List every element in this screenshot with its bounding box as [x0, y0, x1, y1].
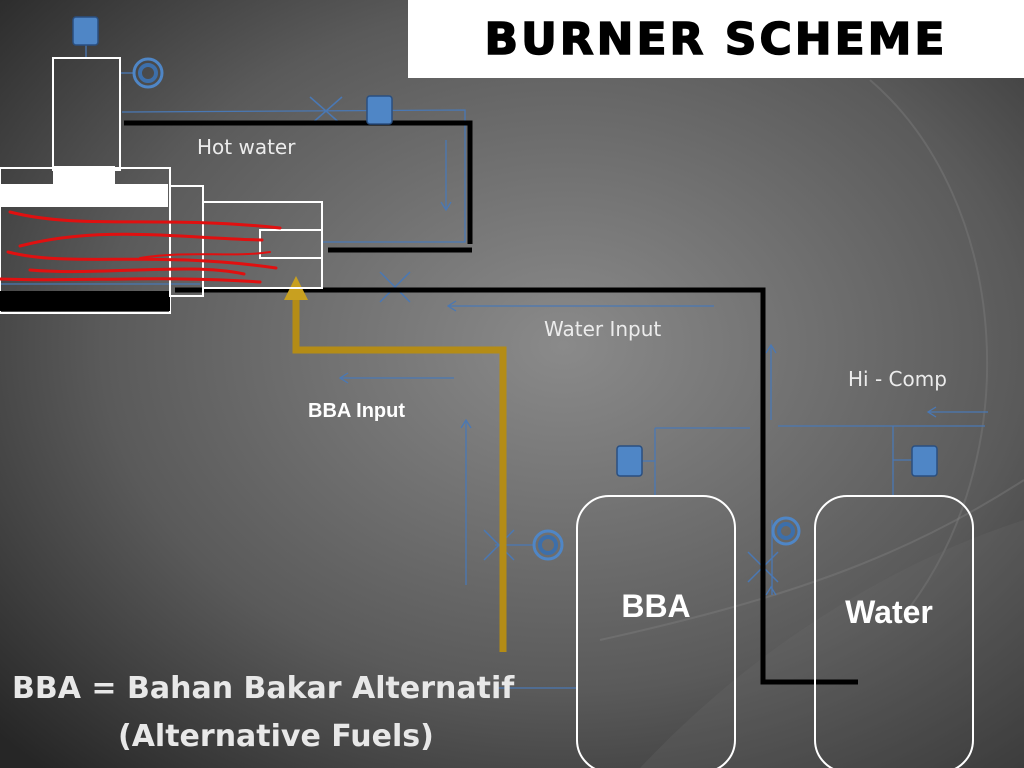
hi-comp-label: Hi - Comp [848, 367, 947, 391]
burner-nozzle-inner [259, 229, 323, 259]
legend-line-2: (Alternative Fuels) [118, 719, 434, 754]
bba-tank [576, 495, 736, 768]
arrowhead-left [338, 372, 349, 384]
burner-assembly [0, 57, 323, 314]
hot-water-label: Hot water [197, 135, 296, 159]
burner-white-cap [53, 166, 115, 186]
arrowhead-left [926, 406, 937, 418]
title-box: BURNER SCHEME [408, 0, 1024, 78]
water-tank [814, 495, 974, 768]
arrowhead-left [446, 300, 457, 312]
bba-round-valve [532, 529, 564, 561]
cross-valve-return [379, 271, 411, 303]
cross-valve-bba [483, 529, 515, 561]
water-tank-label: Water [845, 594, 933, 630]
bba-tank-square-valve [616, 445, 643, 477]
burner-white-band [0, 184, 168, 207]
burner-black-base [0, 291, 170, 311]
cross-valve-hot-water [309, 96, 343, 126]
legend-line-1: BBA = Bahan Bakar Alternatif [12, 671, 515, 706]
arrowhead-up [765, 343, 777, 354]
page-title: BURNER SCHEME [484, 13, 948, 66]
hot-water-pipe [124, 120, 473, 244]
arrowhead-up [460, 418, 472, 429]
top-round-valve [132, 57, 164, 89]
square-valves [72, 16, 938, 477]
flames [0, 210, 282, 284]
arrowhead-up [765, 585, 777, 596]
water-input-pipe [175, 287, 858, 685]
flow-arrowheads [338, 201, 937, 596]
hot-water-square-valve [366, 95, 393, 125]
hot-water-flow-line [121, 109, 466, 243]
top-injector-valve [72, 16, 99, 46]
water-round-valve [771, 516, 801, 546]
background-arc [869, 79, 989, 621]
arrowhead-down [440, 201, 452, 212]
background-arc [599, 479, 1024, 641]
water-input-label: Water Input [544, 317, 662, 341]
main-pipes [124, 120, 858, 685]
bba-input-label: BBA Input [308, 400, 406, 422]
bba-tank-label: BBA [621, 588, 691, 624]
round-valves [132, 57, 801, 561]
water-tank-square-valve [911, 445, 938, 477]
